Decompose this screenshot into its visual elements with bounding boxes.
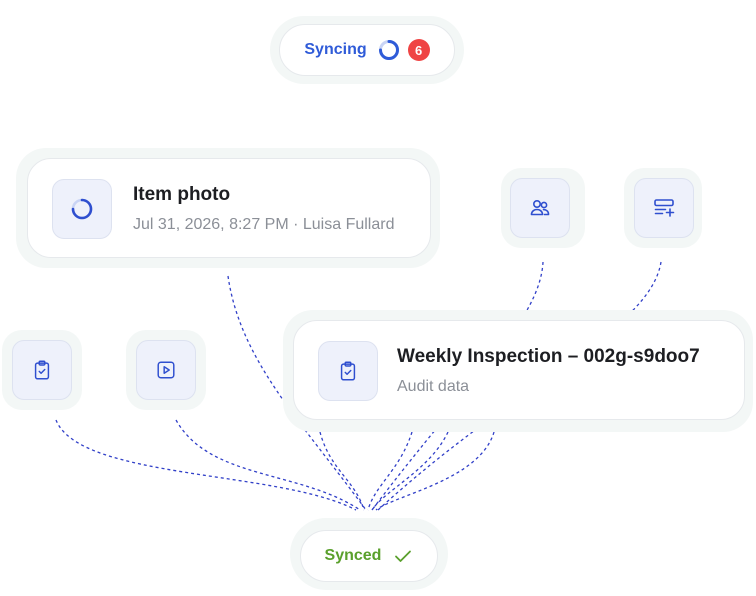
users-tile[interactable] xyxy=(510,178,570,238)
play-icon xyxy=(155,359,177,381)
connector-item-photo xyxy=(227,275,367,511)
form-add-icon xyxy=(652,196,676,220)
item-photo-card[interactable]: Item photo Jul 31, 2026, 8:27 PM · Luisa… xyxy=(27,158,431,258)
clipboard-check-icon xyxy=(337,360,359,382)
item-photo-subtitle: Jul 31, 2026, 8:27 PM · Luisa Fullard xyxy=(133,216,395,233)
item-photo-title: Item photo xyxy=(133,184,231,205)
weekly-inspection-icon-box xyxy=(318,341,378,401)
checkmark-icon xyxy=(393,546,413,566)
play-tile[interactable] xyxy=(136,340,196,400)
item-photo-icon-box xyxy=(52,179,112,239)
clipboard-tile[interactable] xyxy=(12,340,72,400)
syncing-status-pill[interactable]: Syncing 6 xyxy=(279,24,455,76)
weekly-inspection-card[interactable]: Weekly Inspection – 002g-s9doo7 Audit da… xyxy=(293,320,745,420)
connector-inspection-3 xyxy=(371,431,449,511)
spinner-icon xyxy=(70,197,94,221)
connector-inspection-4 xyxy=(375,431,495,511)
weekly-inspection-subtitle: Audit data xyxy=(397,378,470,395)
pending-count-badge: 6 xyxy=(407,39,430,61)
connector-play xyxy=(175,419,361,511)
clipboard-check-icon xyxy=(31,359,53,381)
users-icon xyxy=(528,196,552,220)
form-add-tile[interactable] xyxy=(634,178,694,238)
connector-clipboard-left xyxy=(55,419,357,511)
syncing-label: Syncing xyxy=(304,41,367,58)
synced-status-pill[interactable]: Synced xyxy=(300,530,438,582)
spinner-icon xyxy=(378,39,400,61)
synced-label: Synced xyxy=(324,547,382,564)
weekly-inspection-title: Weekly Inspection – 002g-s9doo7 xyxy=(397,346,700,367)
connector-inspection-2 xyxy=(367,431,413,511)
